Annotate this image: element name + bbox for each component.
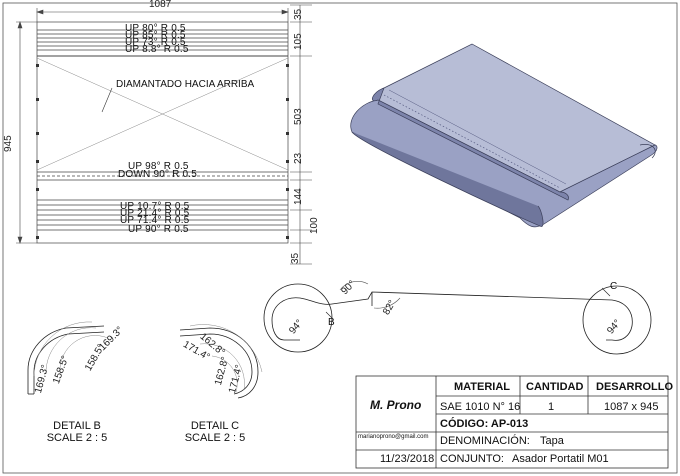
dim-label-top-flange: 105	[293, 33, 304, 50]
callout-b-label: B	[328, 317, 335, 328]
bend-note: UP 80° R 0.5	[125, 23, 186, 34]
detail-c-profile	[179, 327, 259, 399]
dim-label-bottom-flange: 100	[309, 217, 320, 234]
label-leader	[101, 87, 113, 113]
part-code: CÓDIGO: AP-013	[440, 418, 529, 430]
detail-c-title: DETAIL C	[190, 420, 240, 432]
title-block: M. Prono marianoprono@gmail.com 11/23/20…	[356, 376, 673, 468]
bend-note: UP 90° R 0.5	[128, 224, 189, 235]
development-value: 1087 x 945	[604, 401, 659, 413]
development-header: DESARROLLO	[596, 381, 673, 393]
stacked-dimensions	[290, 4, 312, 265]
bend-note: UP 98° R 0.5	[128, 161, 189, 172]
callout-c-label: C	[610, 281, 618, 292]
detail-b-caption: DETAIL B SCALE 2 : 5	[42, 420, 112, 444]
height-dimension	[16, 21, 37, 244]
author-name: M. Prono	[370, 398, 422, 412]
bend-note: UP 8.8° R 0.5	[125, 44, 189, 55]
height-dimension-label: 945	[3, 135, 14, 152]
section-profile	[271, 291, 633, 341]
material-header: MATERIAL	[454, 381, 511, 393]
detail-c-caption: DETAIL C SCALE 2 : 5	[180, 420, 250, 444]
title-block-grid	[355, 375, 669, 469]
surface-orientation-label: DIAMANTADO HACIA ARRIBA	[116, 79, 255, 90]
bend-note: UP 10.7° R 0.5	[120, 201, 190, 212]
quantity-header: CANTIDAD	[526, 381, 584, 393]
isometric-part	[350, 43, 658, 228]
bend-note: UP 73° R 0.5	[125, 37, 186, 48]
denomination-value: Tapa	[540, 435, 564, 447]
dim-label-top-margin: 35	[293, 8, 304, 20]
rivet-marks	[36, 64, 289, 239]
detail-b-view	[27, 321, 109, 395]
flat-pattern	[36, 21, 289, 244]
section-view	[263, 281, 652, 355]
bend-note: UP 85° R 0.5	[125, 30, 186, 41]
dim-label-bottom-margin: 35	[290, 252, 301, 264]
dim-label-lower-flange: 144	[293, 188, 304, 205]
assembly-label: CONJUNTO:	[440, 453, 504, 465]
material-value: SAE 1010 N° 16	[440, 401, 521, 413]
width-dimension-label: 1087	[149, 0, 172, 10]
width-dimension	[36, 8, 289, 22]
dim-label-main-panel: 503	[293, 108, 304, 125]
detail-b-scale: SCALE 2 : 5	[46, 432, 108, 444]
dim-label-step: 23	[293, 152, 304, 164]
part-roll-edge	[351, 131, 544, 227]
bend-note: UP 21.4° R 0.5	[120, 208, 190, 219]
detail-c-scale: SCALE 2 : 5	[184, 432, 246, 444]
denomination-label: DENOMINACIÓN:	[440, 435, 530, 447]
detail-c-callout-circle	[582, 285, 652, 355]
bend-note: DOWN 90° R 0.5	[118, 169, 198, 180]
detail-c-view	[179, 324, 263, 399]
assembly-value: Asador Portatil M01	[512, 453, 609, 465]
part-front-roll	[350, 99, 658, 228]
author-email: marianoprono@gmail.com	[358, 434, 429, 440]
quantity-value: 1	[548, 401, 555, 413]
part-back-lip	[371, 87, 569, 201]
detail-b-title: DETAIL B	[53, 420, 101, 432]
drawing-date: 11/23/2018	[380, 453, 435, 465]
bend-note: UP 71.4° R 0.5	[120, 215, 190, 226]
detail-b-profile	[27, 325, 105, 394]
